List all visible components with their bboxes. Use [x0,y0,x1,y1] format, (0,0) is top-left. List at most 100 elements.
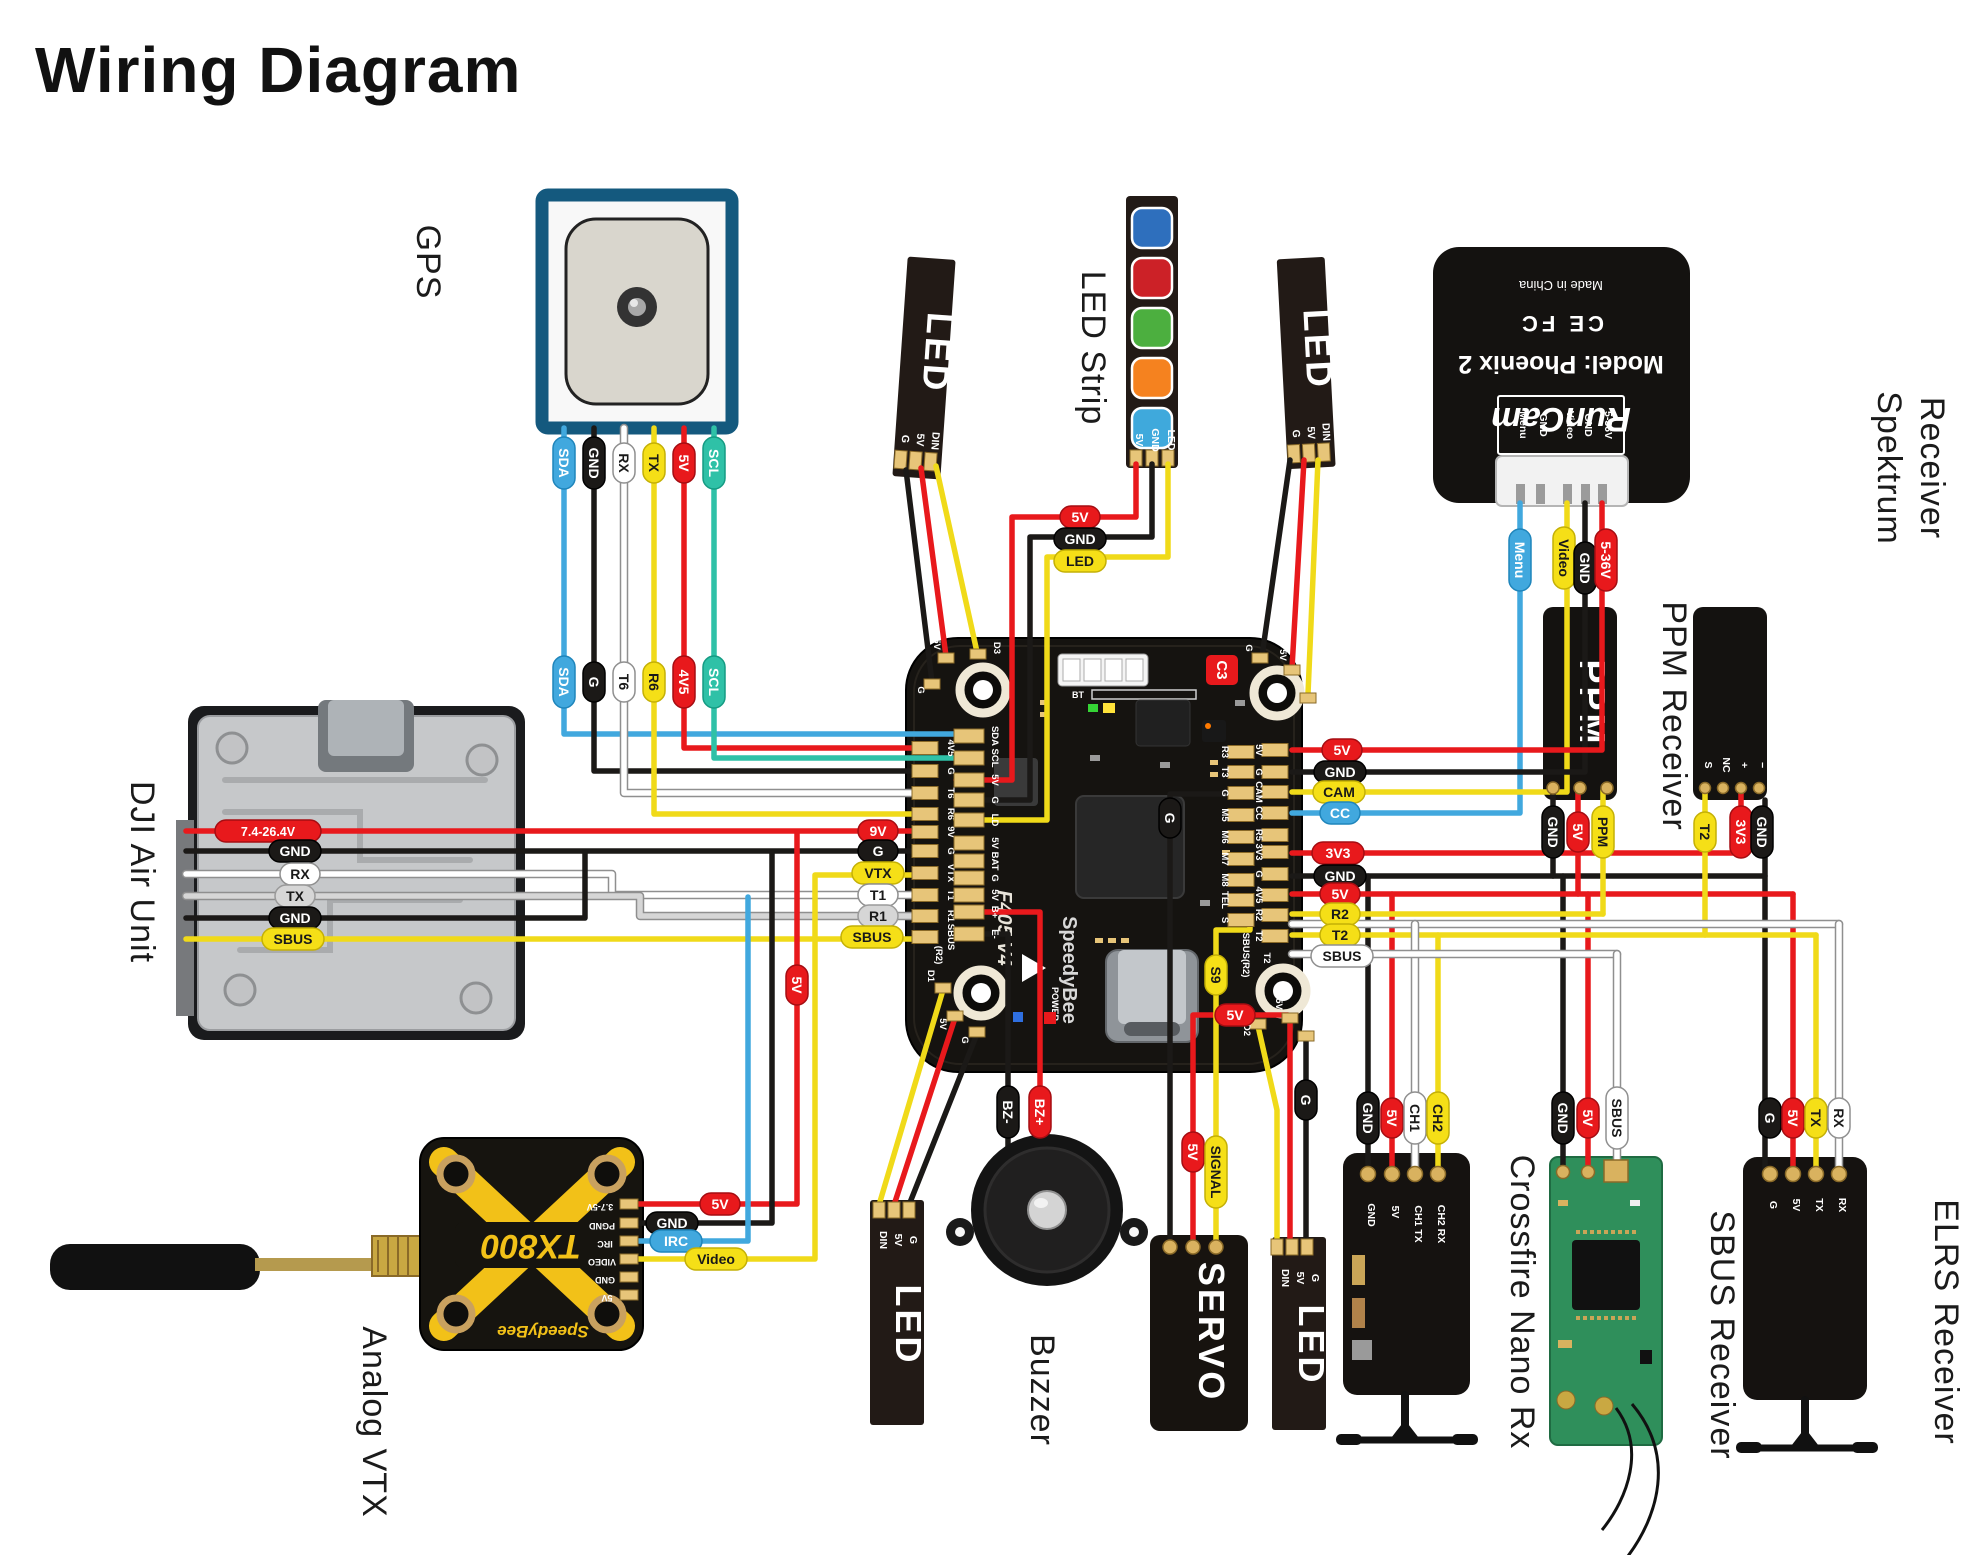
svg-text:CH1: CH1 [1407,1104,1423,1132]
svg-text:5V: 5V [1253,744,1264,756]
pill-fcr-5v2: 5V [1319,882,1361,906]
fc-model-text: F405 V4 [993,890,1015,966]
svg-text:5V: 5V [1273,998,1284,1010]
svg-text:LED: LED [1165,430,1177,451]
svg-text:9V: 9V [869,823,887,839]
pill-elrs-tx: TX [1804,1097,1828,1139]
svg-text:DIN: DIN [1319,423,1332,442]
sbus-sma-stub [1594,1396,1614,1416]
svg-text:PPM: PPM [1595,817,1611,847]
svg-text:GND: GND [1537,413,1549,437]
pill-vtx-riser-5v: 5V [785,964,809,1006]
svg-text:GND: GND [279,843,310,859]
led-bar-bottom-right: LED DIN 5V G [1272,1237,1332,1430]
pill-ppm-gnd: GND [1541,805,1565,859]
pill-gps2-r6: R6 [642,661,666,703]
svg-text:R2: R2 [1253,909,1264,921]
camera-cert-text: CE FC [1518,311,1604,336]
svg-text:G: G [1253,870,1264,877]
sbus-chip [1572,1240,1640,1310]
svg-text:5V: 5V [789,976,805,994]
svg-text:TEL: TEL [1219,891,1230,909]
svg-text:5V: 5V [1185,1143,1201,1161]
fc-pin-header [1091,689,1197,700]
svg-text:G: G [1762,1113,1778,1124]
pill-dji-tx: TX [274,884,316,908]
pill-strip-gnd: GND [1053,527,1107,551]
wire-ledtr-din [1305,457,1321,697]
svg-text:T6: T6 [945,787,956,798]
led-strip-cell [1130,306,1174,350]
wire-dji-tx [183,893,919,919]
svg-text:SCL: SCL [989,749,1000,768]
pill-ppm-5v: 5V [1566,811,1590,853]
svg-text:T1: T1 [870,887,887,903]
wire-label-pills: SDA GND RX TX 5V SCL SDA G T6 R6 4V5 SCL… [214,436,1851,1271]
wire-cam-menu [1289,500,1523,816]
svg-text:5V: 5V [931,638,942,650]
led-bar-bottom-left: LED DIN 5V G [870,1200,929,1425]
pill-gps-5v: 5V [672,442,696,484]
dji-screws [215,731,499,1015]
svg-text:G: G [959,1036,970,1043]
svg-text:GND: GND [1365,1203,1377,1227]
fc-brand-text: SpeedyBee [1058,916,1080,1024]
svg-text:G: G [1253,768,1264,775]
sbus-antenna-wire-icon [1600,1407,1634,1531]
pill-fc-g: G [857,839,899,863]
svg-text:CH1 TX: CH1 TX [1412,1205,1424,1242]
pill-vtx-5v: 5V [699,1192,741,1216]
svg-text:5V: 5V [937,1018,948,1030]
svg-text:RX: RX [1831,1108,1847,1128]
svg-text:NC: NC [1720,757,1732,773]
svg-text:G: G [873,843,884,859]
svg-text:GND: GND [1555,1102,1571,1133]
led-strip-cell [1130,206,1174,250]
svg-text:+: + [1738,762,1750,768]
pill-cam-gnd: GND [1573,541,1597,595]
servo: SERVO [1150,1235,1248,1431]
svg-text:4V5: 4V5 [1253,887,1264,905]
pill-fcr-t2: T2 [1319,923,1361,947]
svg-text:9V: 9V [945,826,956,838]
svg-text:M6: M6 [1219,830,1230,843]
label-crossfire: Crossfire Nano Rx [1503,1155,1541,1450]
pill-cam-536v: 5-36V [1594,528,1618,592]
pill-fcr-cc: CC [1319,801,1361,825]
wire-strip-gnd [953,461,1155,803]
svg-text:GND: GND [1754,816,1770,847]
led-strip-cell [1130,256,1174,300]
svg-text:5V: 5V [1389,1206,1401,1219]
svg-text:T2: T2 [1253,930,1264,941]
pill-bz-plus: BZ+ [1028,1085,1052,1139]
svg-text:T2: T2 [1261,952,1272,963]
wire-vtx-irc [633,894,751,1244]
label-spektrum-2: Receiver [1913,397,1951,539]
svg-text:G: G [1767,1201,1779,1209]
sbus-sma-stub [1556,1390,1576,1410]
svg-text:G: G [586,677,602,688]
svg-text:GND: GND [656,1215,687,1231]
component-pin-pads [619,781,1848,1301]
pill-elrs-5v: 5V [1781,1097,1805,1139]
crossfire-nano-rx: GND 5V CH1 TX CH2 RX [1336,1153,1478,1445]
pill-elrs-rx: RX [1827,1097,1851,1139]
svg-text:SBUS(R2): SBUS(R2) [1240,933,1251,978]
runcam-camera: Made in China CE FC Model: Phoenix 2 Run… [1433,247,1690,507]
fc-chip-secondary [1135,699,1191,747]
svg-text:RX: RX [1836,1198,1848,1213]
pill-sbusrx-sbus: SBUS [1605,1086,1629,1150]
svg-text:S: S [1219,917,1230,923]
fc-arrow-logo-icon [1022,954,1046,982]
svg-text:T2: T2 [1697,824,1713,841]
pill-gps2-t6: T6 [612,661,636,703]
wire-vtx-gnd [633,850,775,1226]
svg-text:SERVO: SERVO [1191,1262,1232,1402]
fc-left-outer-pads: 4V5 G T6 R6 9V G VTX T1 R1 SBUS (R2) [911,740,956,964]
svg-text:5V: 5V [1304,426,1317,439]
fc-left-inner-pads: SDA SCL 5V G LD 5V BAT G 5V B+ E- [953,726,1000,942]
pill-servo-5v: 5V [1181,1131,1205,1173]
svg-text:G: G [1243,644,1254,651]
svg-text:G: G [1298,1095,1314,1106]
wire-cam-video [1289,500,1570,795]
